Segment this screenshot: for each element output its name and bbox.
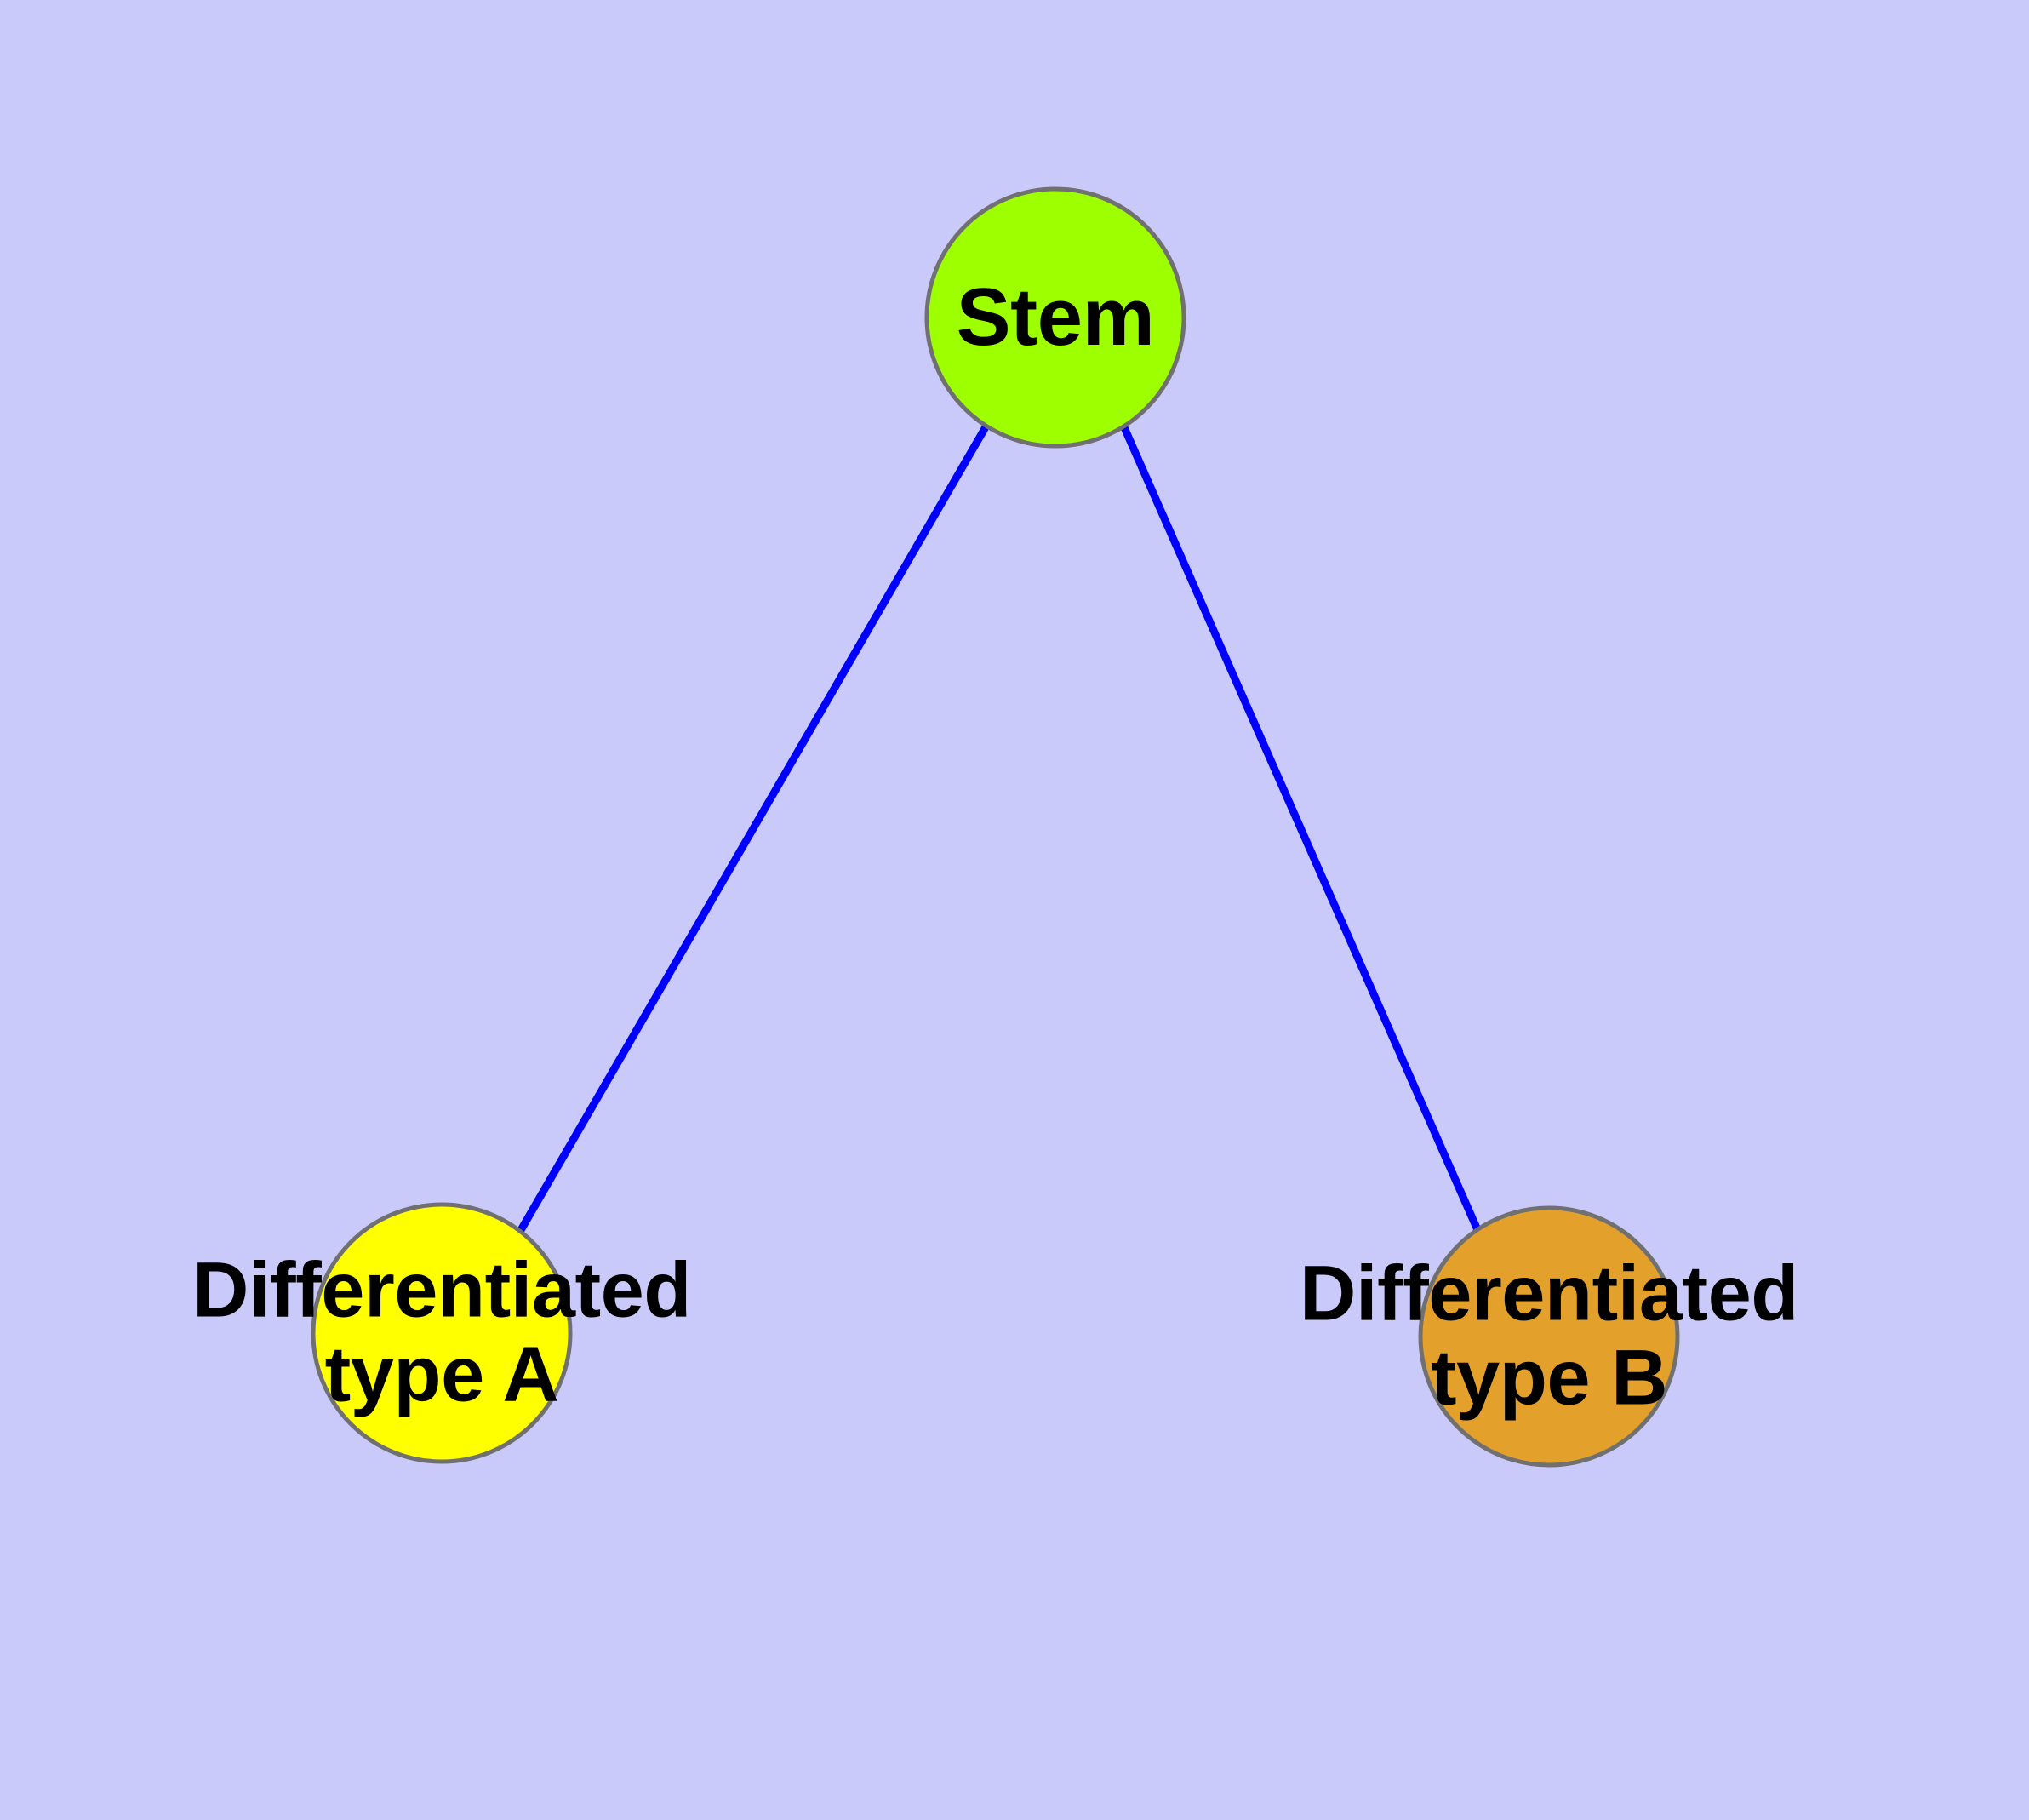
nodes-group — [311, 186, 1680, 1468]
edges-group — [517, 423, 1483, 1233]
node-differentiated-type-b[interactable] — [1418, 1205, 1680, 1468]
node-stem[interactable] — [924, 186, 1186, 449]
edge-stem-to-differentiated-type-a — [517, 423, 990, 1233]
edge-stem-to-differentiated-type-b — [1119, 424, 1483, 1233]
node-differentiated-type-a[interactable] — [311, 1202, 573, 1464]
